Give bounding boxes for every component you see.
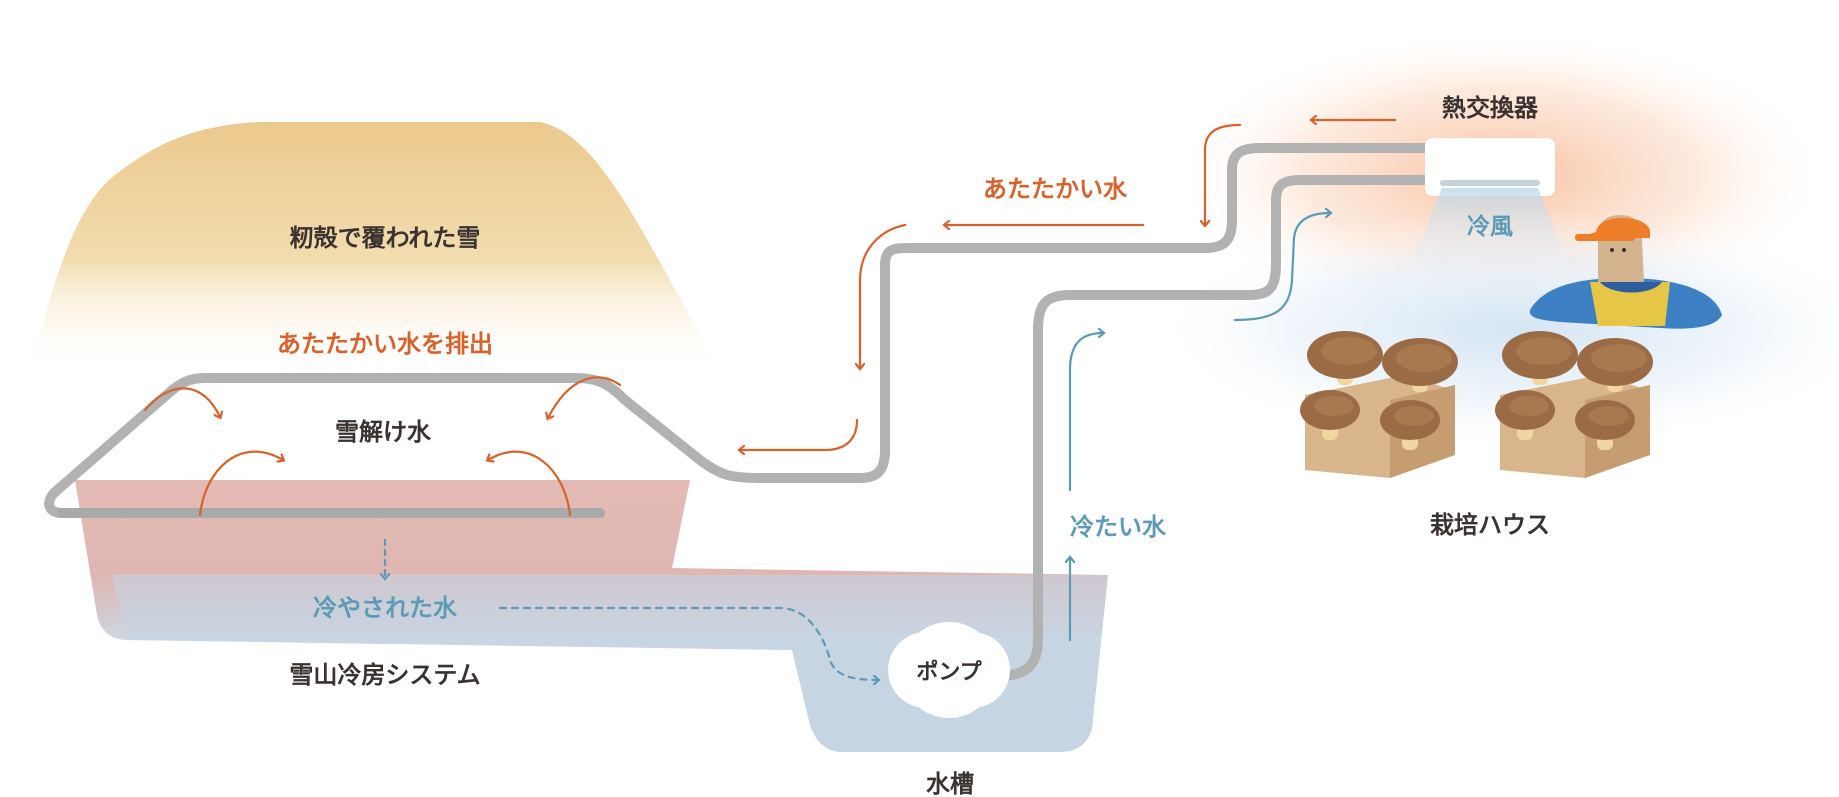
pump-label: ポンプ <box>916 659 982 685</box>
greenhouse-label: 栽培ハウス <box>1430 511 1550 539</box>
farmer-with-cap-icon <box>1529 215 1722 329</box>
cool-arrow-up-pipe <box>1068 333 1103 492</box>
cool-air-glow <box>1150 210 1839 450</box>
cool-arrow-to-pump <box>498 606 878 680</box>
warm-water-label: あたたかい水 <box>983 175 1128 203</box>
cooled-water-label: 冷やされた水 <box>313 594 458 622</box>
warm-arrow-pool-1 <box>143 387 220 417</box>
cold-water-label: 冷たい水 <box>1070 513 1167 541</box>
tank-label: 水槽 <box>926 770 974 797</box>
warm-arrow-return <box>740 418 859 450</box>
shiitake-log-icon <box>1300 331 1653 478</box>
warm-arrow-pool-2 <box>548 376 622 418</box>
snow-mound <box>30 122 720 370</box>
cold-air-label: 冷風 <box>1467 213 1513 240</box>
log-block <box>1300 331 1458 478</box>
cool-arrow-to-hx <box>1233 213 1330 322</box>
log-block <box>1495 331 1653 478</box>
warm-arrow-hx-down <box>1205 123 1242 225</box>
warm-arrow-down <box>860 223 907 368</box>
system-name-label: 雪山冷房システム <box>289 661 480 689</box>
heat-exchanger-label: 熱交換器 <box>1442 94 1539 122</box>
meltwater-label: 雪解け水 <box>335 418 432 446</box>
pipe-network <box>44 143 1435 680</box>
heat-exchanger-unit <box>1398 138 1582 300</box>
warm-arrow-pool-4 <box>488 450 572 517</box>
warm-arrow-pool-3 <box>198 450 283 517</box>
cool-flow-arrows <box>385 213 1330 680</box>
discharge-warm-label: あたたかい水を排出 <box>277 330 493 358</box>
warm-flow-arrows <box>143 120 1397 517</box>
snow-mound-label: 籾殻で覆われた雪 <box>290 224 481 252</box>
water-tank <box>112 575 1108 752</box>
pump: ポンプ <box>888 622 1010 718</box>
